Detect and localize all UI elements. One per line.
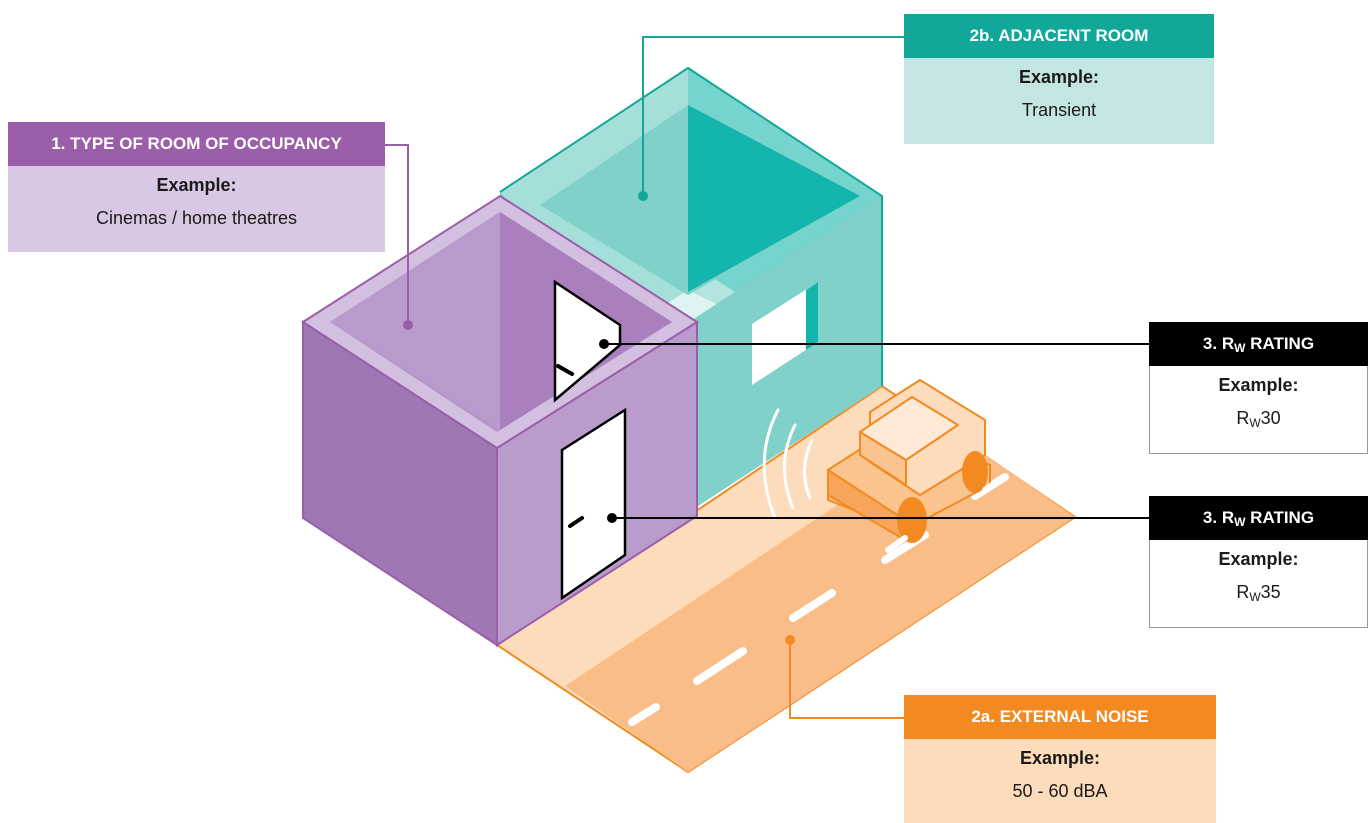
example-value: RW30: [1236, 408, 1281, 430]
callout-title: 1. TYPE OF ROOM OF OCCUPANCY: [8, 122, 385, 166]
car: [827, 379, 1003, 553]
adjacent-room: [499, 66, 883, 510]
example-label: Example:: [1218, 375, 1299, 395]
example-label: Example:: [1018, 67, 1100, 87]
road-dashes: [628, 473, 1009, 726]
callout-type-of-room: 1. TYPE OF ROOM OF OCCUPANCY Example: Ci…: [8, 122, 385, 252]
callout-title: 2a. EXTERNAL NOISE: [904, 695, 1216, 739]
example-value: 50 - 60 dBA: [1012, 781, 1108, 801]
callout-body: Example: RW35: [1149, 540, 1368, 628]
exterior-door: [560, 407, 627, 601]
callout-title: 3. RW RATING: [1149, 496, 1368, 540]
callout-adjacent-room: 2b. ADJACENT ROOM Example: Transient: [904, 14, 1214, 144]
occupancy-room: [301, 194, 699, 647]
leader-type: [385, 144, 409, 325]
example-label: Example:: [1218, 549, 1299, 569]
example-value: Cinemas / home theatres: [95, 208, 298, 228]
callout-title: 2b. ADJACENT ROOM: [904, 14, 1214, 58]
callout-body: Example: Cinemas / home theatres: [8, 166, 385, 252]
leader-external: [789, 640, 904, 719]
leader-lines: [385, 36, 1149, 719]
leader-adjacent: [642, 36, 904, 196]
sound-waves: [762, 408, 814, 520]
callout-rw-rating-door: 3. RW RATING Example: RW35: [1149, 496, 1368, 628]
example-label: Example:: [156, 175, 237, 195]
example-label: Example:: [1019, 748, 1101, 768]
window: [752, 282, 818, 385]
callout-body: Example: Transient: [904, 58, 1214, 144]
example-value: Transient: [1021, 100, 1097, 120]
callout-external-noise: 2a. EXTERNAL NOISE Example: 50 - 60 dBA: [904, 695, 1216, 823]
callout-title: 3. RW RATING: [1149, 322, 1368, 366]
callout-rw-rating-window: 3. RW RATING Example: RW30: [1149, 322, 1368, 454]
example-value: RW35: [1236, 582, 1281, 604]
callout-body: Example: RW30: [1149, 366, 1368, 454]
callout-body: Example: 50 - 60 dBA: [904, 739, 1216, 823]
